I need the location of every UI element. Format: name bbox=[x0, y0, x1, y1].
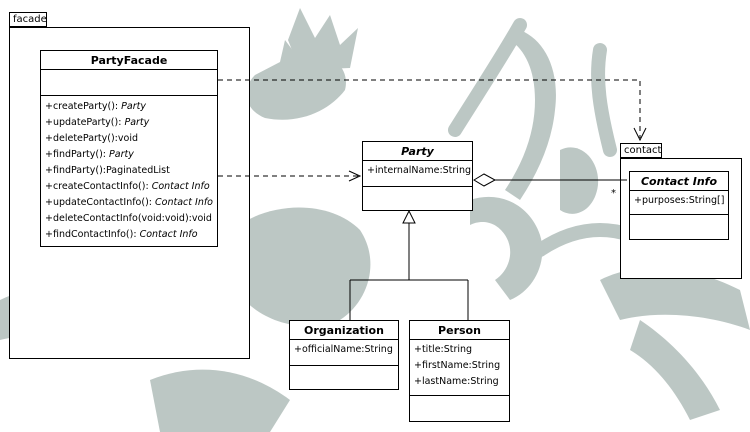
operation: +createContactInfo(): Contact Info bbox=[45, 179, 213, 195]
attribute: +officialName:String bbox=[294, 344, 393, 355]
class-name: Party bbox=[363, 142, 472, 161]
aggregation-diamond bbox=[473, 173, 497, 187]
operations-section bbox=[363, 187, 472, 191]
operation: +findContactInfo(): Contact Info bbox=[45, 227, 213, 243]
generalization-triangle bbox=[402, 209, 416, 224]
class-party-facade: PartyFacade +createParty(): Party+update… bbox=[40, 50, 218, 247]
operation-return-type: Party bbox=[109, 149, 134, 160]
attribute: +internalName:String bbox=[367, 165, 471, 176]
operation: +deleteParty():void bbox=[45, 131, 213, 147]
attributes-section bbox=[41, 70, 217, 96]
operation-signature: +updateContactInfo(): bbox=[45, 197, 152, 208]
operation-signature: +deleteParty():void bbox=[45, 133, 138, 144]
operation: +updateContactInfo(): Contact Info bbox=[45, 195, 213, 211]
operation-signature: +findContactInfo(): bbox=[45, 229, 137, 240]
package-tab-contact: contact bbox=[620, 143, 662, 158]
dependency-arrowhead-party bbox=[348, 170, 362, 182]
class-contact-info: Contact Info +purposes:String[] bbox=[629, 171, 729, 240]
attribute: +lastName:String bbox=[414, 376, 499, 387]
attributes-section: +officialName:String bbox=[290, 340, 398, 366]
attribute: +firstName:String bbox=[414, 360, 501, 371]
class-person: Person +title:String +firstName:String +… bbox=[409, 320, 510, 422]
operation-signature: +findParty():PaginatedList bbox=[45, 165, 170, 176]
operations-section bbox=[630, 215, 728, 219]
operation-return-type: Party bbox=[121, 101, 146, 112]
attributes-section: +internalName:String bbox=[363, 161, 472, 187]
operation-signature: +createParty(): bbox=[45, 101, 119, 112]
class-organization: Organization +officialName:String bbox=[289, 320, 399, 390]
operation: +createParty(): Party bbox=[45, 99, 213, 115]
operations-section bbox=[410, 396, 509, 400]
dependency-facade-contact bbox=[218, 79, 641, 138]
operation: +deleteContactInfo(void:void):void bbox=[45, 211, 213, 227]
operations-section bbox=[290, 366, 398, 370]
attribute: +purposes:String[] bbox=[634, 195, 725, 206]
class-name: Organization bbox=[290, 321, 398, 340]
multiplicity-label: * bbox=[611, 188, 616, 199]
attributes-section: +title:String +firstName:String +lastNam… bbox=[410, 340, 509, 396]
operation: +findParty(): Party bbox=[45, 147, 213, 163]
operation-return-type: Contact Info bbox=[151, 181, 210, 192]
operations-section: +createParty(): Party+updateParty(): Par… bbox=[41, 96, 217, 245]
attribute: +title:String bbox=[414, 344, 473, 355]
operation: +updateParty(): Party bbox=[45, 115, 213, 131]
class-name: Person bbox=[410, 321, 509, 340]
operation-signature: +findParty(): bbox=[45, 149, 106, 160]
operation-signature: +createContactInfo(): bbox=[45, 181, 149, 192]
operation: +findParty():PaginatedList bbox=[45, 163, 213, 179]
package-tab-facade: facade bbox=[9, 12, 47, 27]
operation-return-type: Contact Info bbox=[139, 229, 198, 240]
dependency-arrowhead-contact bbox=[633, 127, 647, 142]
class-name: Contact Info bbox=[630, 172, 728, 191]
operation-signature: +deleteContactInfo(void:void):void bbox=[45, 213, 212, 224]
operation-return-type: Contact Info bbox=[155, 197, 213, 208]
class-name: PartyFacade bbox=[41, 51, 217, 70]
operation-return-type: Party bbox=[124, 117, 150, 128]
class-party: Party +internalName:String bbox=[362, 141, 473, 211]
attributes-section: +purposes:String[] bbox=[630, 191, 728, 215]
operation-signature: +updateParty(): bbox=[45, 117, 122, 128]
